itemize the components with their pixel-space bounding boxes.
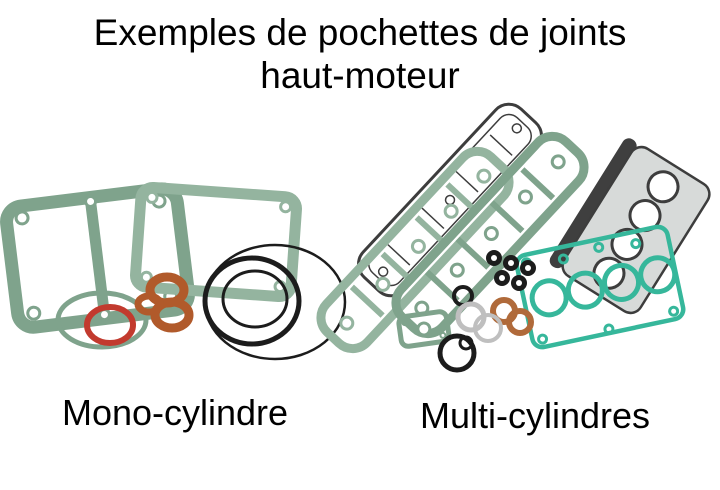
title-line2: haut-moteur xyxy=(260,54,460,96)
mono-red-seal xyxy=(84,304,136,346)
mono-cylinder-set xyxy=(0,181,347,361)
label-multi-cylindres: Multi-cylindres xyxy=(419,395,651,436)
multi-cylinder-set xyxy=(316,102,711,373)
title-line1: Exemples de pochettes de joints xyxy=(93,12,627,53)
mono-orange-seals xyxy=(134,272,194,333)
multi-figure8-gasket xyxy=(437,333,477,373)
mono-green-ring-gasket xyxy=(55,290,149,350)
multi-small-green-gasket xyxy=(396,309,452,349)
multi-metal-head-gasket-outline xyxy=(549,138,711,315)
page-title: Exemples de pochettes de joints haut-mot… xyxy=(0,12,720,98)
multi-valve-stem-seals xyxy=(486,250,536,291)
multi-metal-head-gasket xyxy=(549,138,711,315)
multi-metal-rings xyxy=(455,301,503,343)
multi-copper-washers xyxy=(490,297,534,336)
mono-base-gasket xyxy=(0,182,195,334)
multi-teal-head-gasket xyxy=(514,224,686,350)
label-mono-cylindre: Mono-cylindre xyxy=(61,392,289,433)
mono-black-orings xyxy=(202,243,347,361)
